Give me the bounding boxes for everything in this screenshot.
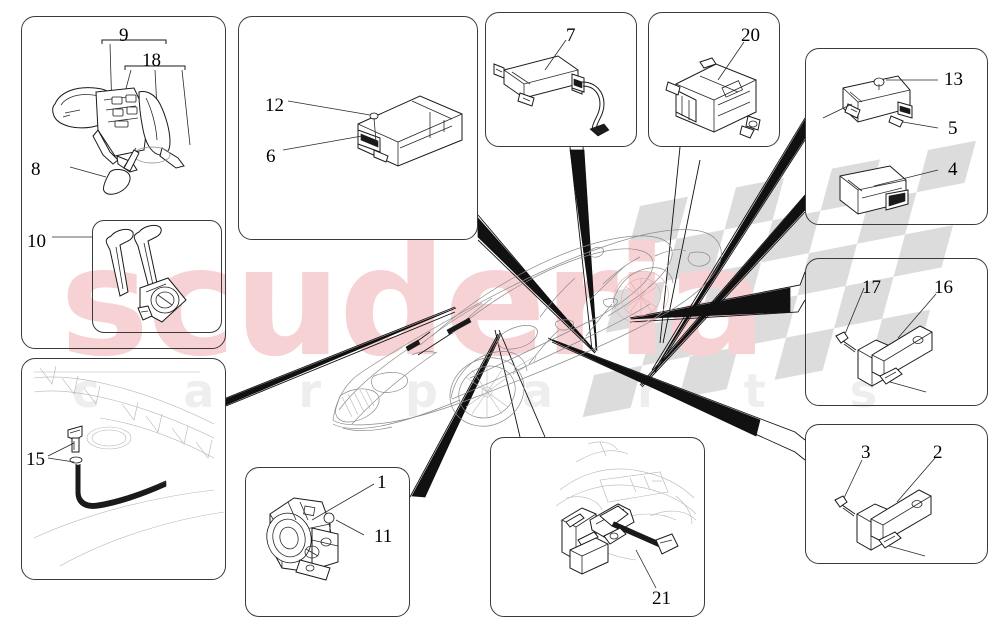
callout-20: 20: [741, 25, 760, 46]
callout-10: 10: [27, 231, 46, 252]
callout-11: 11: [374, 526, 393, 547]
callout-6: 6: [266, 146, 276, 167]
art-tilt-sensor: [665, 41, 761, 139]
panel-bracket-front: [805, 424, 988, 564]
callout-2: 2: [933, 442, 943, 463]
callout-1: 1: [377, 472, 387, 493]
callout-8: 8: [31, 159, 41, 180]
panel-bracket-rear: [805, 258, 988, 406]
panel-antenna-module: [485, 12, 637, 147]
panel-siren: [245, 467, 410, 617]
callout-5: 5: [948, 118, 958, 139]
panel-control-unit: [238, 16, 478, 240]
callout-13: 13: [944, 69, 963, 90]
panel-hood-latch: [490, 437, 705, 617]
art-hood-latch: [555, 441, 697, 589]
callout-17: 17: [862, 277, 881, 298]
callout-12: 12: [265, 95, 284, 116]
callout-3: 3: [861, 442, 871, 463]
callout-15: 15: [26, 449, 45, 470]
art-bracket-front: [834, 457, 936, 557]
art-bracket-rear: [835, 287, 937, 393]
art-antennas: [822, 75, 939, 215]
art-pin-switch: [33, 365, 225, 567]
panel-key-blades: [92, 220, 222, 333]
panel-pin-switch: [21, 358, 226, 580]
art-key-blades: [52, 224, 187, 323]
callout-21: 21: [652, 588, 671, 609]
callout-18: 18: [142, 50, 161, 71]
panel-key-fob: [21, 16, 226, 349]
panel-tilt-sensor: [648, 12, 780, 147]
callout-16: 16: [934, 277, 953, 298]
callout-4: 4: [948, 159, 958, 180]
callout-9: 9: [119, 25, 129, 46]
art-key-fob: [52, 39, 191, 195]
art-siren: [266, 483, 375, 581]
panel-antennas: [805, 48, 988, 225]
callout-7: 7: [566, 25, 576, 46]
art-antenna-module: [493, 39, 610, 137]
art-control-unit: [282, 95, 463, 167]
